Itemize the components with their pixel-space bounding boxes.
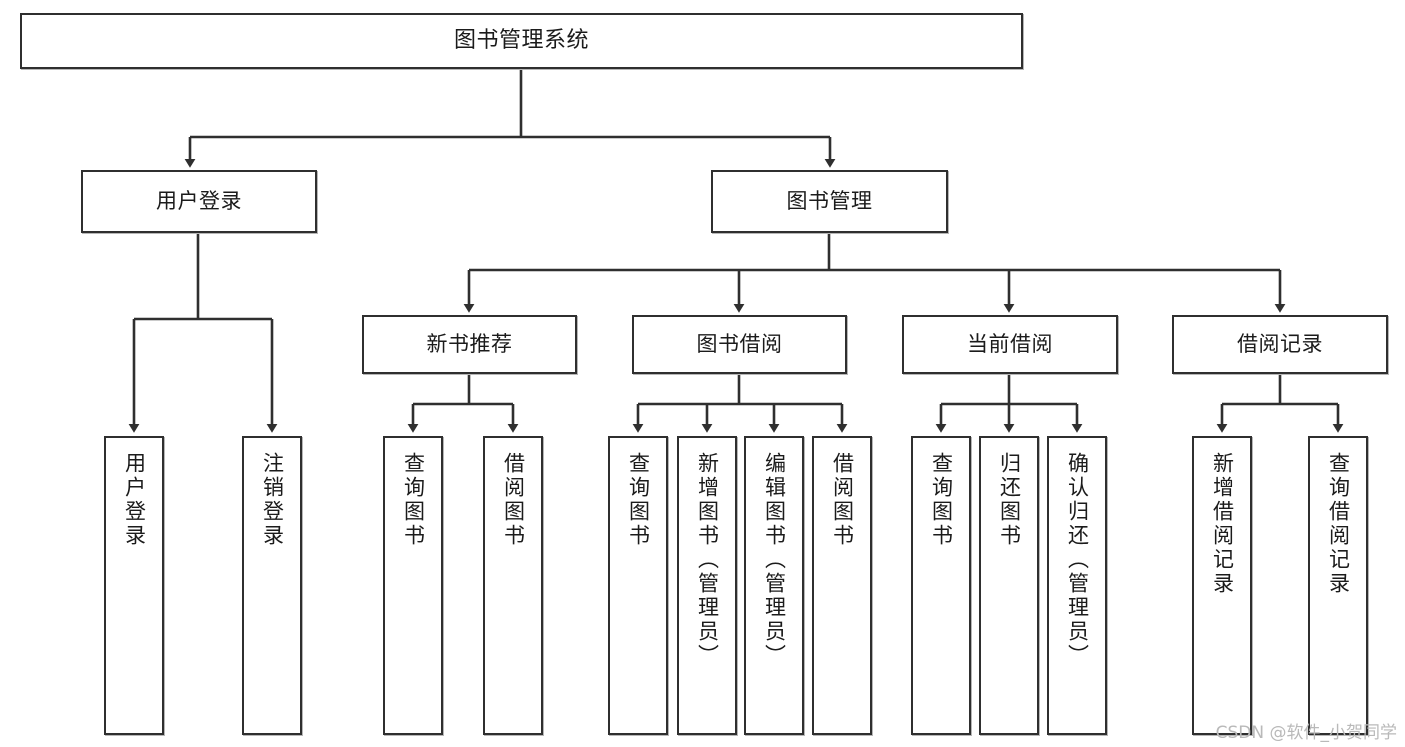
node-new-book-recommend[interactable]: 新书推荐	[362, 315, 577, 374]
node-leaf-add-book[interactable]: 新增图书（管理员）	[677, 436, 737, 735]
node-new-book-recommend-label: 新书推荐	[426, 332, 513, 357]
node-root[interactable]: 图书管理系统	[20, 13, 1023, 69]
node-leaf-borrow-book-2[interactable]: 借阅图书	[812, 436, 872, 735]
node-leaf-confirm-return-label: 确认归还（管理员）	[1065, 452, 1090, 668]
watermark: CSDN @软件_小贺同学	[1215, 723, 1397, 743]
node-book-manage-label: 图书管理	[786, 189, 873, 214]
node-leaf-add-record-label: 新增借阅记录	[1210, 452, 1235, 596]
node-borrow-record-label: 借阅记录	[1237, 332, 1323, 357]
node-leaf-user-login[interactable]: 用户登录	[104, 436, 164, 735]
node-leaf-confirm-return[interactable]: 确认归还（管理员）	[1047, 436, 1107, 735]
node-root-label: 图书管理系统	[453, 28, 589, 54]
node-leaf-query-record-label: 查询借阅记录	[1326, 452, 1351, 596]
node-leaf-return-book-label: 归还图书	[997, 452, 1022, 548]
node-leaf-logout[interactable]: 注销登录	[242, 436, 302, 735]
node-book-borrow-label: 图书借阅	[696, 332, 783, 357]
node-leaf-borrow-book-2-label: 借阅图书	[830, 452, 855, 548]
node-leaf-query-book-3[interactable]: 查询图书	[911, 436, 971, 735]
node-user-login[interactable]: 用户登录	[81, 170, 317, 233]
node-leaf-add-record[interactable]: 新增借阅记录	[1192, 436, 1252, 735]
node-leaf-edit-book-label: 编辑图书（管理员）	[762, 452, 787, 668]
node-leaf-add-book-label: 新增图书（管理员）	[695, 452, 720, 668]
node-current-borrow-label: 当前借阅	[967, 332, 1053, 357]
node-leaf-query-record[interactable]: 查询借阅记录	[1308, 436, 1368, 735]
node-leaf-query-book-2[interactable]: 查询图书	[608, 436, 668, 735]
node-leaf-edit-book[interactable]: 编辑图书（管理员）	[744, 436, 804, 735]
node-leaf-query-book-1-label: 查询图书	[401, 452, 426, 548]
node-leaf-query-book-2-label: 查询图书	[626, 452, 651, 548]
node-leaf-borrow-book-1[interactable]: 借阅图书	[483, 436, 543, 735]
node-leaf-query-book-3-label: 查询图书	[929, 452, 954, 548]
node-book-manage[interactable]: 图书管理	[711, 170, 948, 233]
node-leaf-borrow-book-1-label: 借阅图书	[501, 452, 526, 548]
node-borrow-record[interactable]: 借阅记录	[1172, 315, 1388, 374]
node-leaf-query-book-1[interactable]: 查询图书	[383, 436, 443, 735]
node-book-borrow[interactable]: 图书借阅	[632, 315, 847, 374]
node-leaf-user-login-label: 用户登录	[122, 452, 147, 548]
node-user-login-label: 用户登录	[156, 189, 242, 214]
node-leaf-return-book[interactable]: 归还图书	[979, 436, 1039, 735]
node-leaf-logout-label: 注销登录	[260, 452, 285, 548]
node-current-borrow[interactable]: 当前借阅	[902, 315, 1118, 374]
